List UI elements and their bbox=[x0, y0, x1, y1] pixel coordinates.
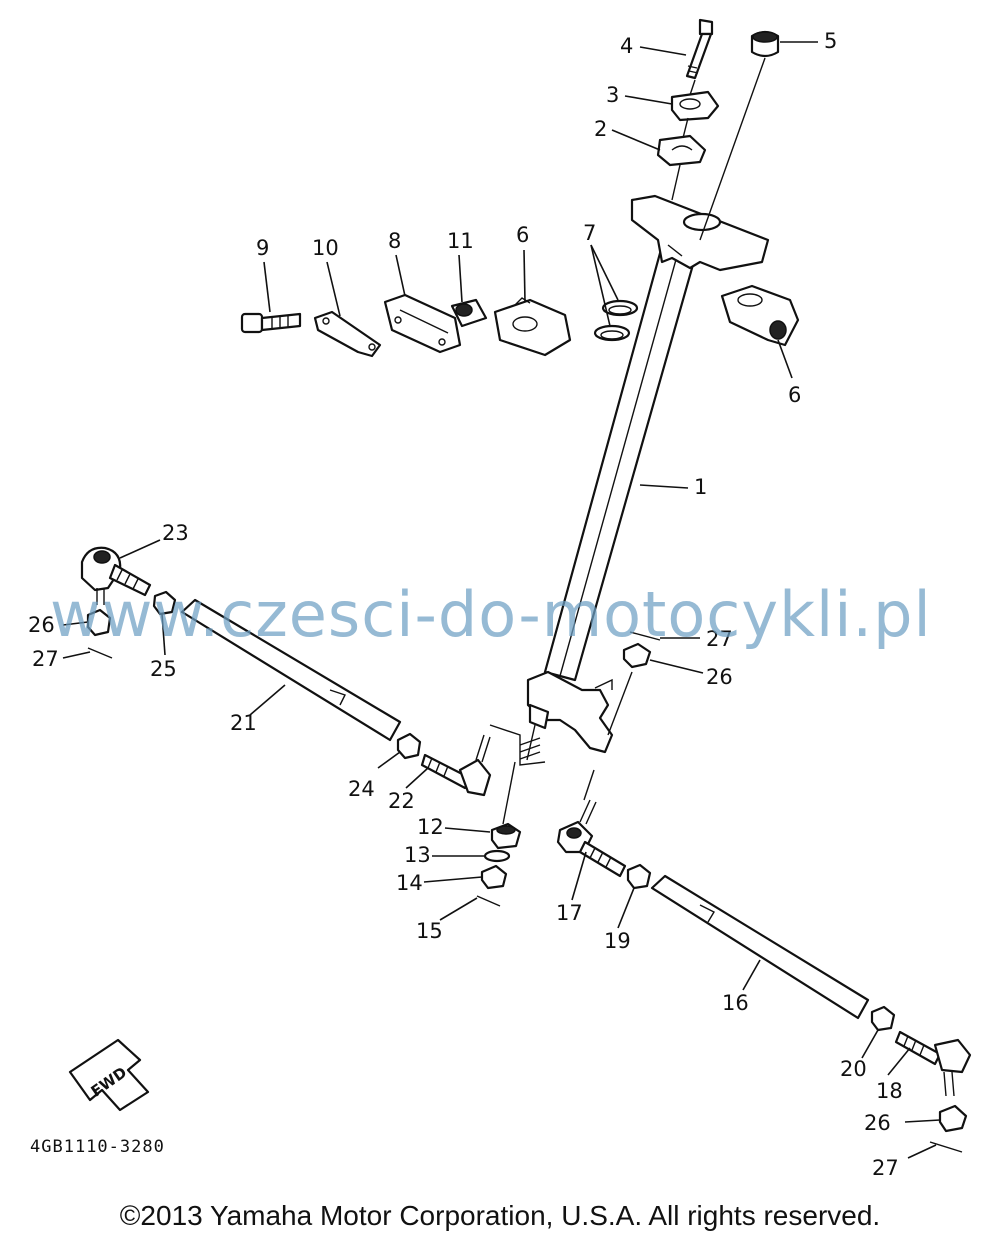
steering-shaft bbox=[519, 194, 770, 761]
callout-19: 19 bbox=[604, 929, 631, 953]
callout-6-left: 6 bbox=[516, 223, 529, 247]
callout-2: 2 bbox=[594, 117, 607, 141]
callout-26-shaft: 26 bbox=[706, 665, 733, 689]
callout-22: 22 bbox=[388, 789, 415, 813]
callout-11: 11 bbox=[447, 229, 474, 253]
copyright-notice: ©2013 Yamaha Motor Corporation, U.S.A. A… bbox=[119, 1200, 881, 1231]
callout-12: 12 bbox=[417, 815, 444, 839]
callout-26-left: 26 bbox=[28, 613, 55, 637]
leader-lines bbox=[62, 41, 941, 1159]
callout-25: 25 bbox=[150, 657, 177, 681]
callout-21: 21 bbox=[230, 711, 257, 735]
drawing-number: 4GB1110-3280 bbox=[30, 1137, 165, 1157]
callout-1: 1 bbox=[694, 475, 707, 499]
watermark-text: www.czesci-do-motocykli.pl bbox=[50, 578, 932, 651]
fwd-arrow: FWD bbox=[68, 1038, 150, 1112]
shaft-nut-pin bbox=[622, 631, 661, 669]
callout-7: 7 bbox=[583, 221, 596, 245]
callout-8: 8 bbox=[388, 229, 401, 253]
callout-15: 15 bbox=[416, 919, 443, 943]
callout-20: 20 bbox=[840, 1057, 867, 1081]
left-tie-rod bbox=[80, 546, 492, 797]
callout-27-shaft: 27 bbox=[706, 627, 733, 651]
bracket-parts bbox=[240, 284, 800, 358]
callout-18: 18 bbox=[876, 1079, 903, 1103]
callout-10: 10 bbox=[312, 236, 339, 260]
callout-9: 9 bbox=[256, 236, 269, 260]
callout-13: 13 bbox=[404, 843, 431, 867]
callout-5: 5 bbox=[824, 29, 837, 53]
callout-16: 16 bbox=[722, 991, 749, 1015]
pivot-hardware bbox=[476, 822, 522, 907]
callout-23: 23 bbox=[162, 521, 189, 545]
callout-24: 24 bbox=[348, 777, 375, 801]
assembly-guides bbox=[489, 57, 766, 825]
right-tie-rod bbox=[556, 799, 972, 1153]
callout-6-right: 6 bbox=[788, 383, 801, 407]
upper-parts bbox=[656, 18, 780, 167]
callout-4: 4 bbox=[620, 34, 633, 58]
callout-3: 3 bbox=[606, 83, 619, 107]
callout-numbers: 1 2 3 4 5 6 6 7 8 9 10 11 12 13 14 15 16… bbox=[28, 29, 903, 1180]
callout-17: 17 bbox=[556, 901, 583, 925]
callout-14: 14 bbox=[396, 871, 423, 895]
callout-27-right: 27 bbox=[872, 1156, 899, 1180]
callout-27-left: 27 bbox=[32, 647, 59, 671]
callout-26-right: 26 bbox=[864, 1111, 891, 1135]
